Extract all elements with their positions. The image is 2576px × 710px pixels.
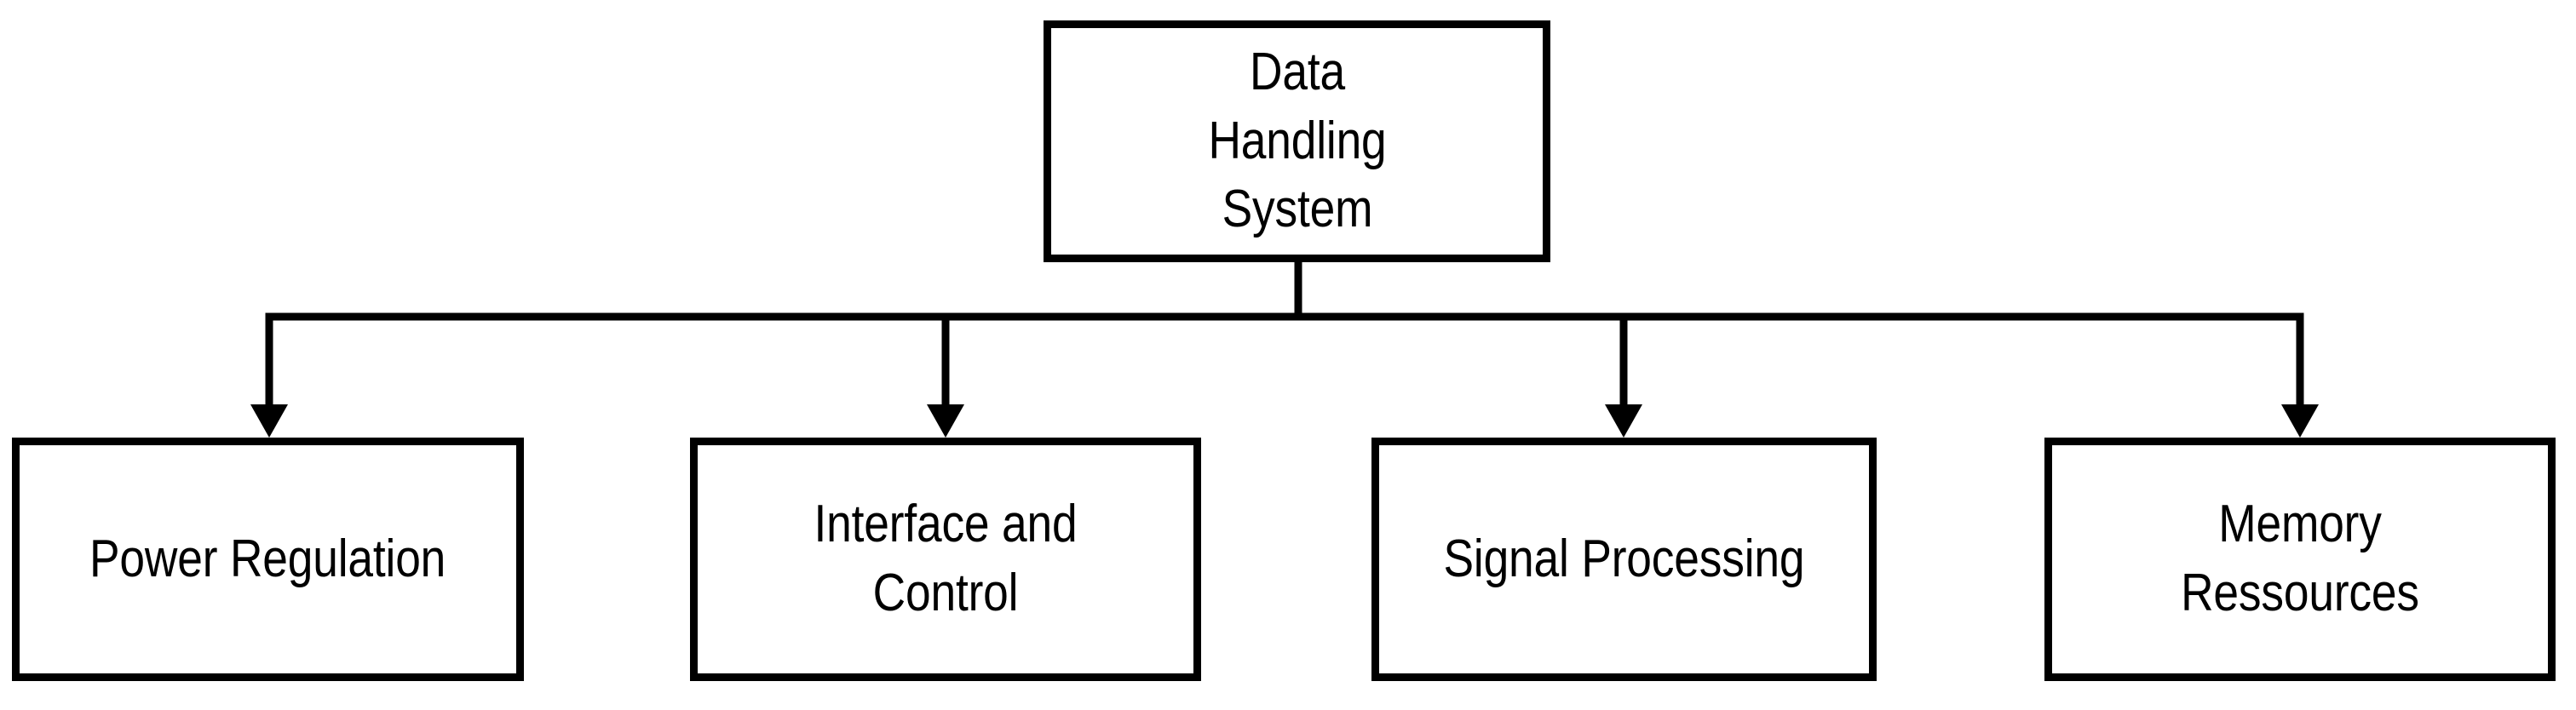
node-label-child-0: Power Regulation xyxy=(89,529,446,588)
node-interface-and-control[interactable]: Interface and Control xyxy=(690,438,1201,681)
arrowhead-down-icon-2 xyxy=(1605,404,1642,438)
node-label-child-3: Memory Ressources xyxy=(2181,495,2419,622)
node-memory-ressources[interactable]: Memory Ressources xyxy=(2044,438,2556,681)
node-power-regulation[interactable]: Power Regulation xyxy=(12,438,524,681)
node-label-root: Data Handling System xyxy=(1207,43,1387,239)
arrowhead-down-icon-1 xyxy=(927,404,964,438)
node-signal-processing[interactable]: Signal Processing xyxy=(1371,438,1877,681)
node-label-child-2: Signal Processing xyxy=(1443,529,1805,588)
node-data-handling-system[interactable]: Data Handling System xyxy=(1044,20,1550,262)
arrowhead-down-icon-3 xyxy=(2281,404,2319,438)
arrowhead-down-icon-0 xyxy=(250,404,288,438)
node-label-child-1: Interface and Control xyxy=(814,495,1078,622)
